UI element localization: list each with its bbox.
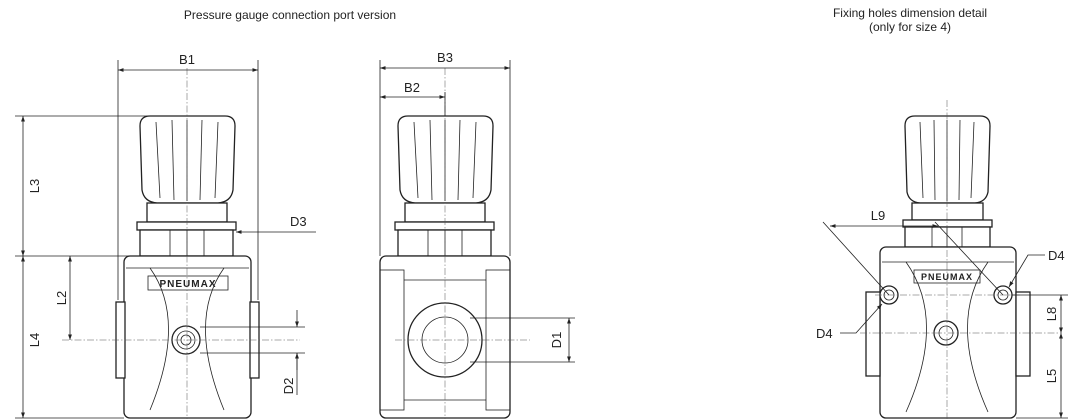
dim-l5-label: L5 [1044,369,1059,383]
detail-nut [904,226,991,248]
side-view [379,68,530,419]
dim-b1-label: B1 [179,52,195,67]
dim-d3-label: D3 [290,214,307,229]
side-knob [397,115,494,204]
detail-knob [904,115,991,204]
front-body-hourglass [149,267,225,411]
dim-b3-label: B3 [437,50,453,65]
detail-view: PNEUMAX [860,100,1060,419]
dim-l2-label: L2 [54,291,69,305]
dim-d1-label: D1 [549,332,564,349]
detail-brand-plate [913,269,981,284]
dim-b2-label: B2 [404,80,420,95]
detail-title-line1: Fixing holes dimension detail [832,6,988,20]
front-view-dimensions: B1 L3 L4 L2 D3 D2 [15,52,316,419]
front-ring [136,221,237,231]
front-nut [139,229,234,257]
front-view: PNEUMAX [62,68,300,419]
dim-d4-right-label: D4 [1048,248,1065,263]
detail-title-line2: (only for size 4) [868,20,952,34]
dim-l8-label: L8 [1044,307,1059,321]
side-centerlines [395,68,530,419]
detail-left-port [865,291,881,377]
detail-view-dimensions: L9 D4 D4 L8 L5 [816,208,1068,419]
detail-brand-text: PNEUMAX [921,272,973,282]
dim-d2-label: D2 [281,378,296,395]
front-brand-text: PNEUMAX [159,279,216,290]
dim-d4-left-label: D4 [816,326,833,341]
detail-centerlines [860,100,1060,419]
dim-l4-label: L4 [27,333,42,347]
front-view-title: Pressure gauge connection port version [183,8,397,22]
dim-l9-label: L9 [871,208,885,223]
front-centerlines [62,68,300,419]
front-brand-plate [147,275,229,291]
dim-d4-right-leader [1008,254,1045,288]
detail-right-port [1015,291,1031,377]
dim-l3-label: L3 [27,179,42,193]
front-knob [139,115,236,204]
detail-collar [911,202,984,221]
side-view-dimensions: B3 B2 D1 [379,50,575,363]
side-ring [394,221,495,231]
side-nut [397,229,492,257]
dim-d4-left-leader [840,303,883,334]
